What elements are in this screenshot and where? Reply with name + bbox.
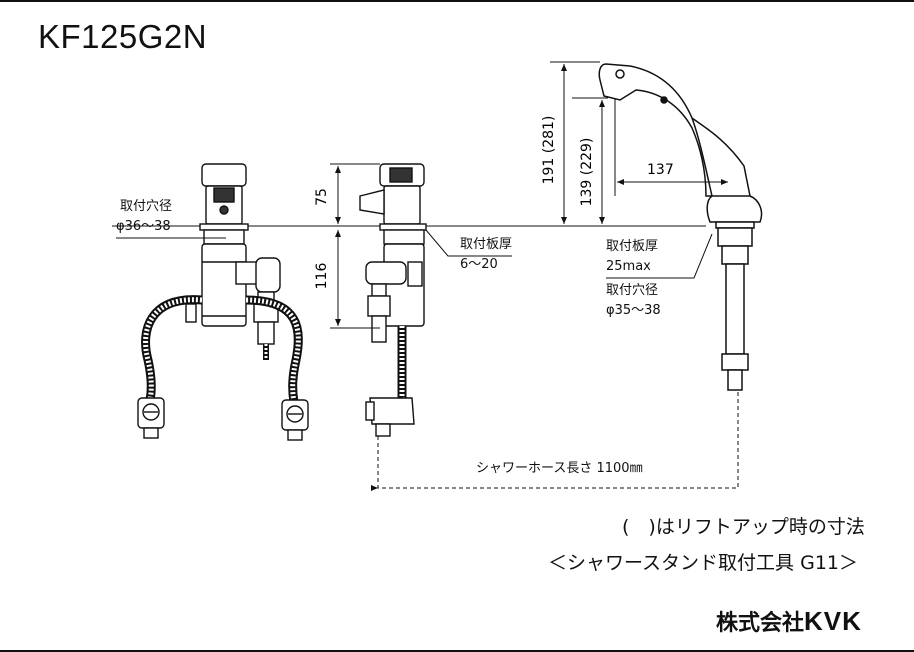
plate-thickness-mid-value: 6～20 — [460, 257, 498, 272]
shower-spout — [598, 63, 763, 391]
left-valve-front — [199, 163, 281, 345]
kvk-logo: KVK — [804, 606, 862, 636]
company-prefix: 株式会社 — [716, 611, 805, 636]
dim-116: 116 — [314, 263, 330, 290]
middle-stop-valve — [365, 397, 415, 437]
dim-75: 75 — [314, 188, 330, 206]
tool-note: ＜シャワースタンド取付工具 G11＞ — [548, 552, 858, 574]
lift-up-note: ( )はリフトアップ時の寸法 — [622, 516, 865, 538]
company-brand: 株式会社KVK — [716, 608, 862, 635]
mount-hole-right-value: φ35～38 — [606, 303, 661, 318]
dim-191-281: 191 (281) — [541, 116, 557, 185]
mount-hole-right-label: 取付穴径 — [606, 283, 659, 298]
plate-thickness-right-value: 25max — [606, 259, 651, 274]
dimension-lines — [116, 61, 739, 489]
middle-valve-side — [359, 163, 427, 343]
dim-139-229: 139 (229) — [579, 138, 595, 207]
left-stop-valves — [137, 303, 309, 441]
plate-thickness-right-label: 取付板厚 — [606, 239, 659, 254]
mount-hole-left-label: 取付穴径 — [120, 199, 173, 214]
plate-thickness-mid-label: 取付板厚 — [460, 237, 513, 252]
left-hoses — [141, 295, 303, 403]
hose-length-label: シャワーホース長さ 1100㎜ — [476, 461, 643, 476]
dim-137: 137 — [647, 162, 674, 178]
model-number: KF125G2N — [38, 18, 208, 55]
mount-hole-left-value: φ36～38 — [116, 219, 171, 234]
bottom-border — [0, 650, 914, 652]
top-border — [0, 0, 914, 2]
